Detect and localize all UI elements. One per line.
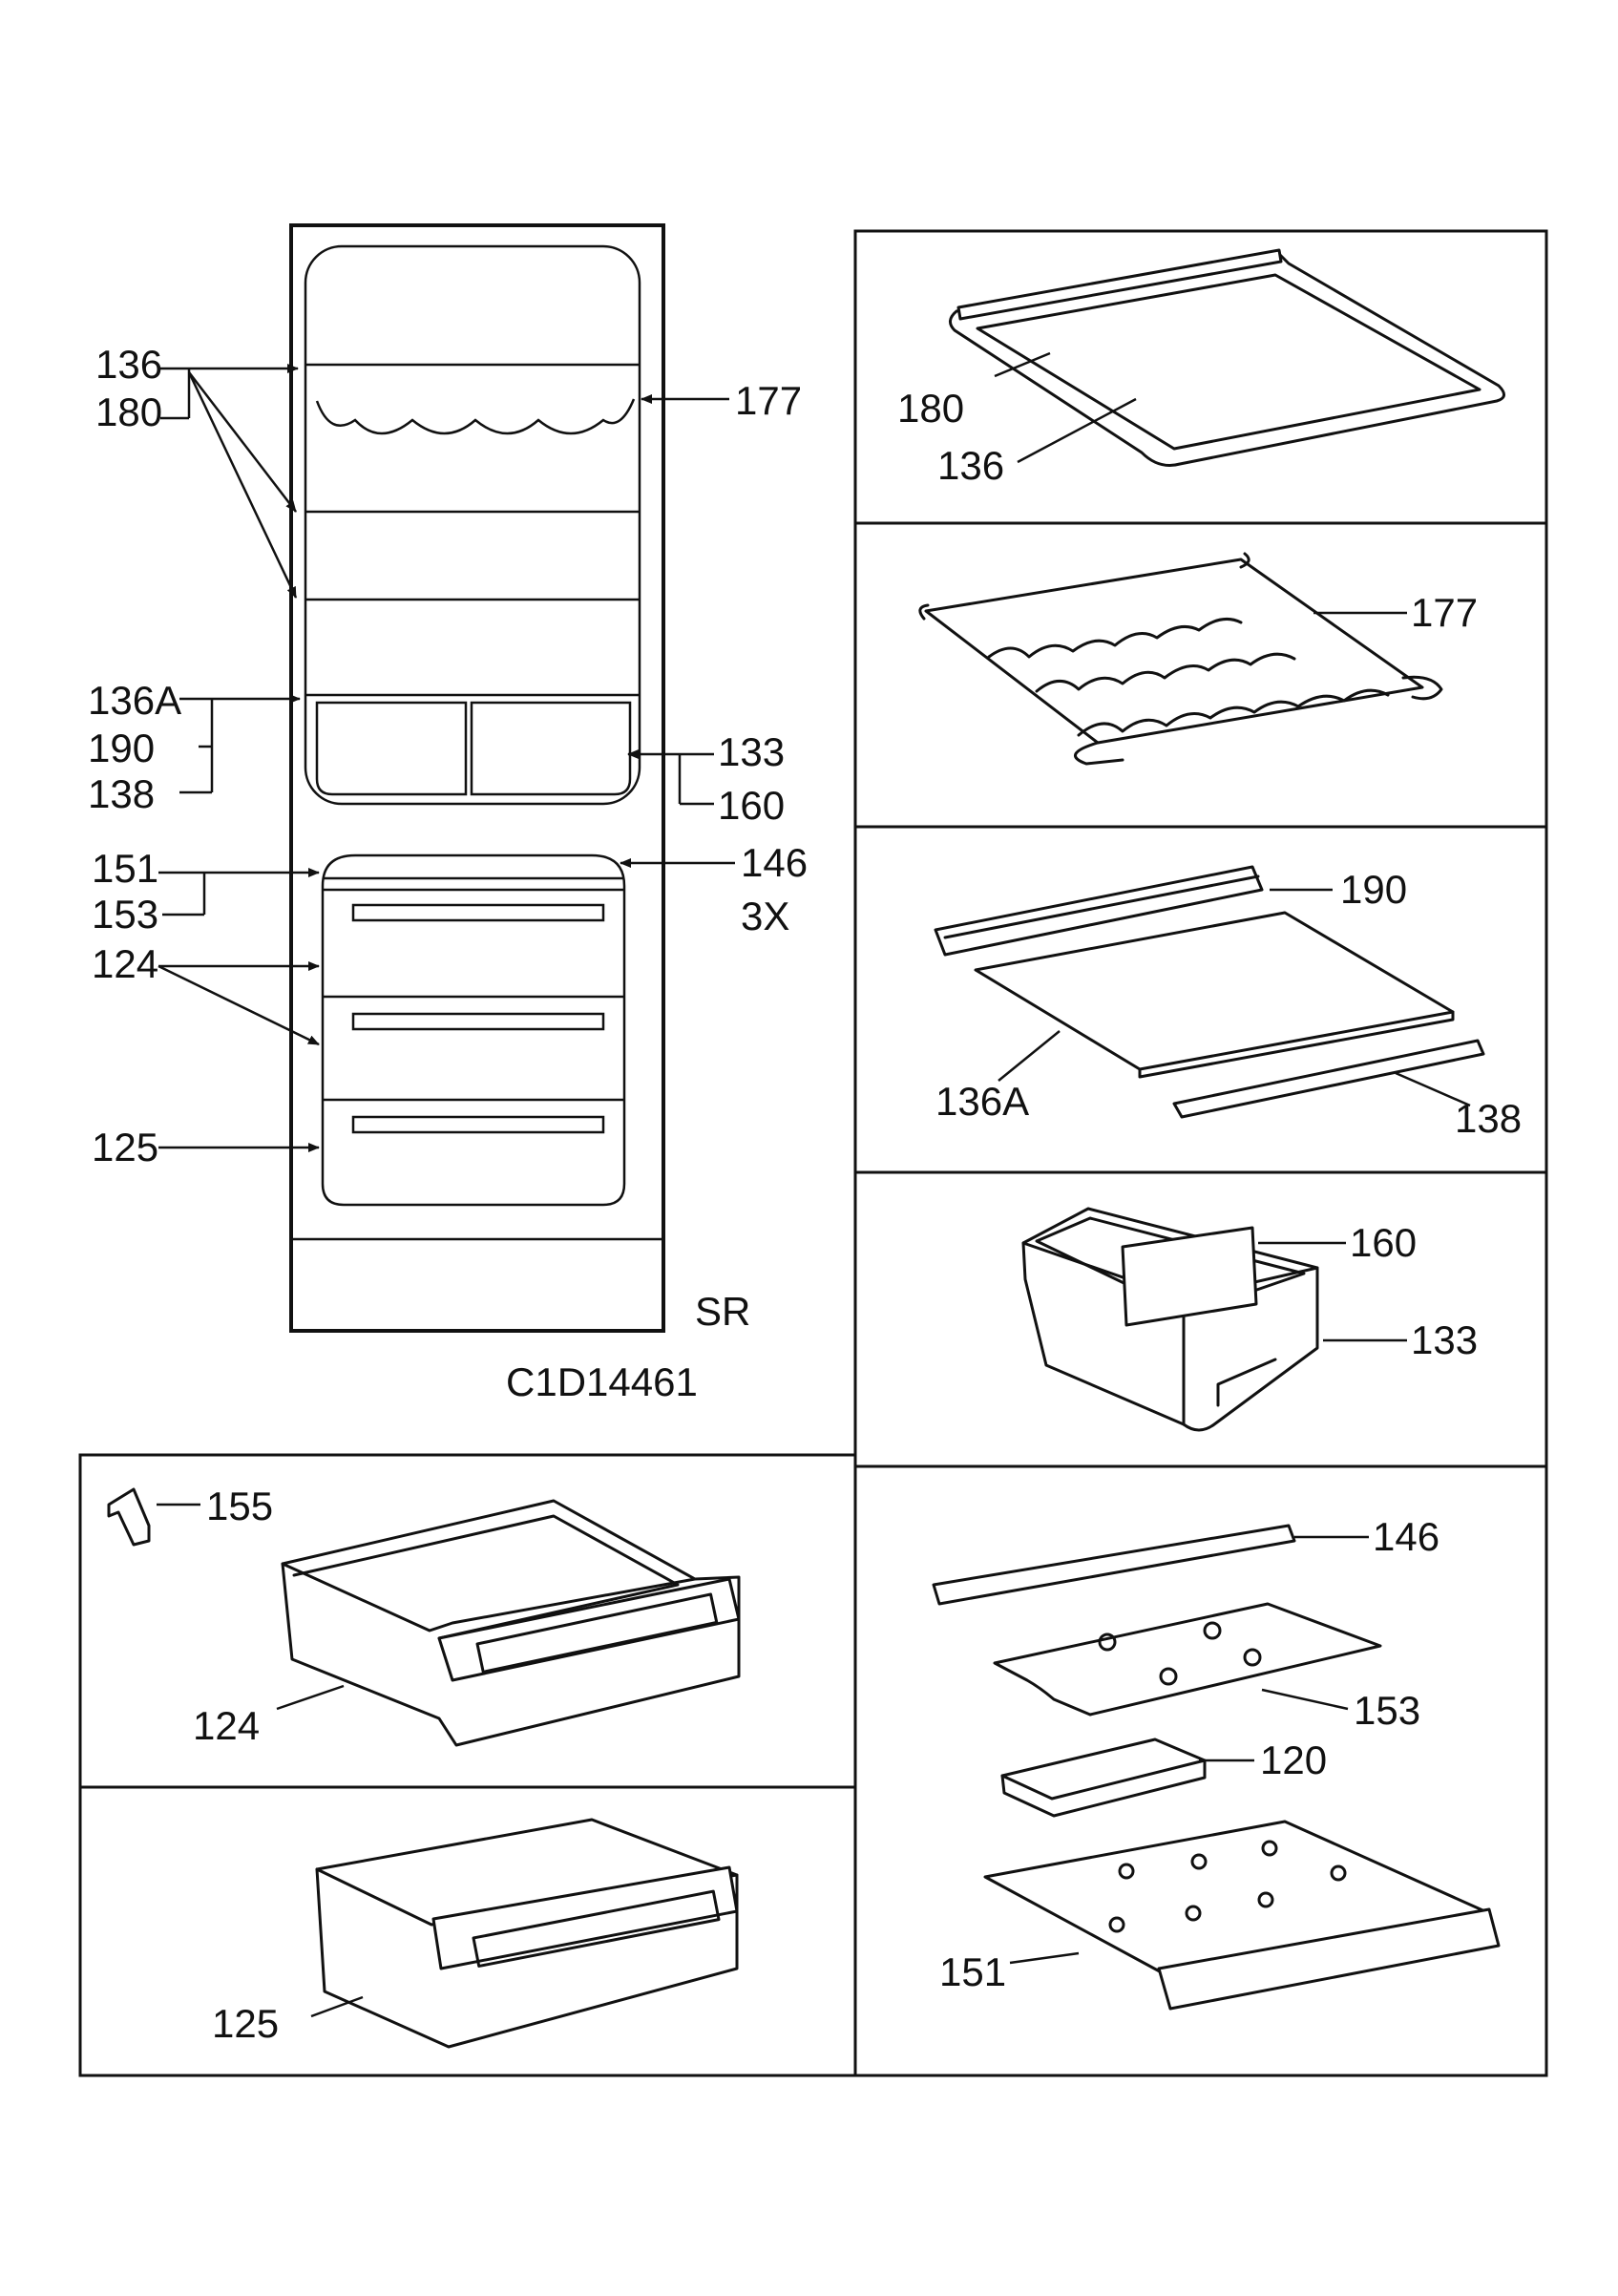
right-panel-frame bbox=[853, 229, 1548, 2077]
wine-rack-wave-2 bbox=[1035, 652, 1296, 693]
freezer-tray-front bbox=[1157, 1907, 1501, 2011]
bin-right bbox=[470, 701, 632, 796]
label-177: 177 bbox=[735, 378, 802, 423]
freezer-compartment bbox=[321, 853, 626, 1207]
label-146: 146 bbox=[741, 840, 808, 885]
wine-rack-outline bbox=[315, 398, 636, 435]
model-code: SR bbox=[695, 1289, 750, 1334]
drawer-handle bbox=[351, 1012, 605, 1031]
panel-label-146: 146 bbox=[1373, 1514, 1439, 1559]
panel-label-151: 151 bbox=[939, 1949, 1006, 1994]
drawer-handle-recess bbox=[475, 1592, 719, 1674]
label-133: 133 bbox=[718, 729, 785, 774]
panel-label-153: 153 bbox=[1354, 1688, 1420, 1733]
wine-rack-frame bbox=[924, 558, 1424, 745]
bin-divider-160 bbox=[1121, 1226, 1258, 1327]
panel-glass-shelf: 180 136 bbox=[897, 248, 1505, 488]
label-153: 153 bbox=[92, 892, 158, 937]
panel-drawer-124: 155 124 bbox=[107, 1484, 741, 1748]
left-bottom-frame bbox=[78, 1453, 857, 2077]
drawer-handle-recess bbox=[472, 1889, 721, 1968]
panel-label-190: 190 bbox=[1340, 867, 1407, 912]
panel-crisper-shelf: 190 136A 138 bbox=[934, 865, 1522, 1141]
label-136: 136 bbox=[95, 342, 162, 387]
glass-pane-136A bbox=[974, 911, 1455, 1071]
ice-tray-120 bbox=[1000, 1738, 1207, 1801]
glass-shelf-rear-rail bbox=[956, 248, 1283, 321]
fridge-cabinet-outline bbox=[289, 223, 665, 1333]
label-136A: 136A bbox=[88, 678, 181, 723]
shelf-rail-190 bbox=[934, 865, 1264, 957]
label-125: 125 bbox=[92, 1125, 158, 1169]
drawer-handle bbox=[351, 1115, 605, 1134]
panel-frames bbox=[78, 229, 1548, 2077]
label-quantity-3x: 3X bbox=[741, 894, 789, 938]
panel-label-180: 180 bbox=[897, 386, 964, 431]
drawing-code: C1D14461 bbox=[506, 1359, 698, 1404]
wine-rack-wave-1 bbox=[987, 617, 1243, 659]
drawer-handle bbox=[351, 903, 605, 922]
panel-label-136A: 136A bbox=[935, 1079, 1029, 1124]
front-trim-138 bbox=[1172, 1039, 1485, 1119]
panel-label-138: 138 bbox=[1455, 1096, 1522, 1141]
clip-155 bbox=[107, 1487, 151, 1547]
label-124: 124 bbox=[92, 941, 158, 986]
label-180: 180 bbox=[95, 390, 162, 434]
label-190: 190 bbox=[88, 726, 155, 770]
panel-freezer-parts: 146 153 120 151 bbox=[932, 1514, 1501, 2011]
panel-label-177: 177 bbox=[1411, 590, 1478, 635]
label-151: 151 bbox=[92, 846, 158, 891]
fridge-overview: 136 180 177 136A 190 138 133 160 151 153… bbox=[88, 223, 808, 1404]
freezer-rail-146 bbox=[932, 1524, 1296, 1606]
panel-label-155: 155 bbox=[206, 1484, 273, 1528]
wine-rack-wave-3 bbox=[1077, 688, 1390, 737]
panel-label-125: 125 bbox=[212, 2001, 279, 2046]
panel-label-120: 120 bbox=[1260, 1738, 1327, 1782]
drawer-front-125 bbox=[431, 1865, 739, 1970]
freezer-plate-153 bbox=[993, 1602, 1382, 1717]
fridge-compartment bbox=[304, 244, 641, 806]
panel-label-160: 160 bbox=[1350, 1220, 1417, 1265]
label-160: 160 bbox=[718, 783, 785, 828]
panel-drawer-125: 125 bbox=[212, 1818, 739, 2049]
glass-shelf-pane bbox=[976, 273, 1481, 451]
label-138: 138 bbox=[88, 771, 155, 816]
panel-label-133: 133 bbox=[1411, 1317, 1478, 1362]
panel-label-124: 124 bbox=[193, 1703, 260, 1748]
bin-left bbox=[315, 701, 468, 796]
panel-bin: 160 133 bbox=[1021, 1207, 1478, 1432]
panel-wine-rack: 177 bbox=[918, 552, 1478, 766]
panel-label-136: 136 bbox=[937, 443, 1004, 488]
